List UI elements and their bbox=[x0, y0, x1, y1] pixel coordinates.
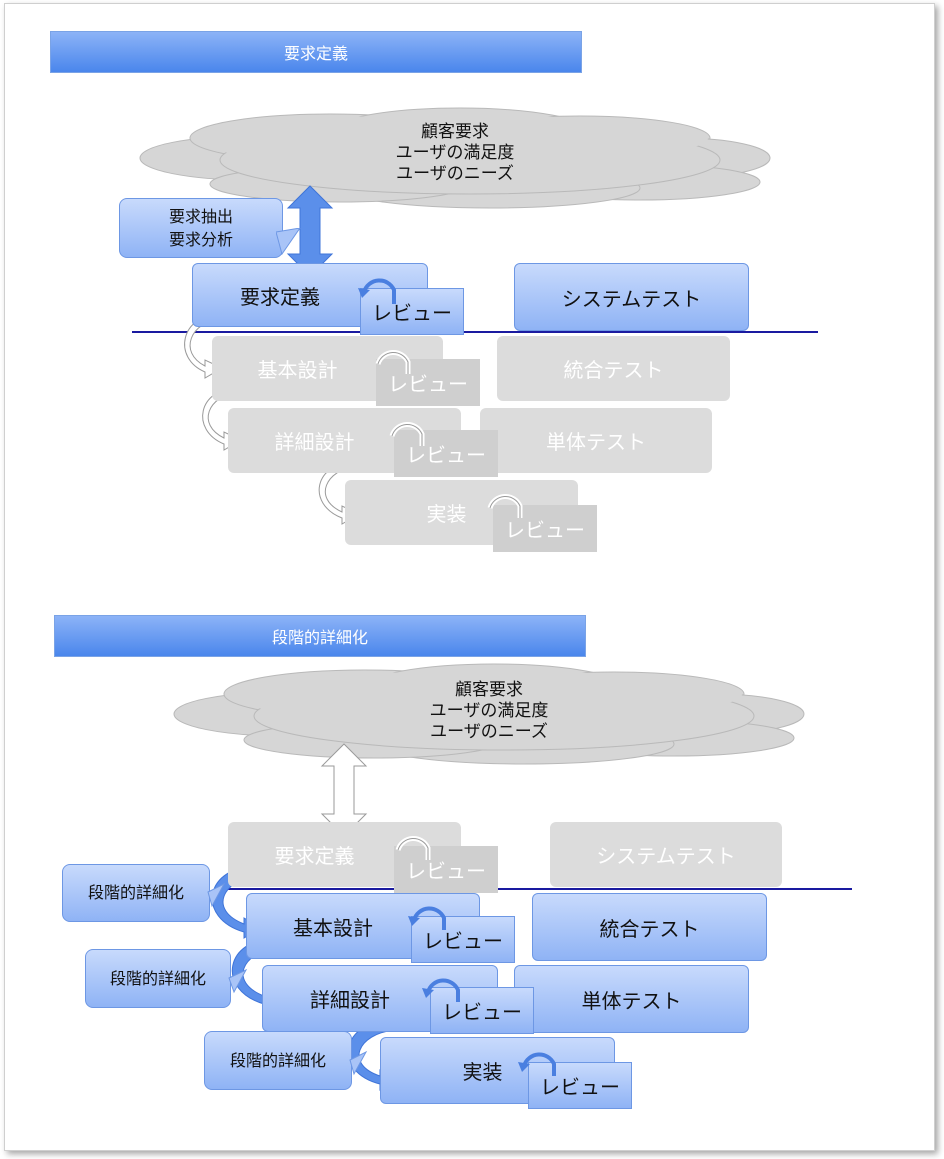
cloud-text-1: 顧客要求 ユーザの満足度 ユーザのニーズ bbox=[340, 122, 570, 185]
box-unit-test: 単体テスト bbox=[514, 965, 749, 1033]
callout-line: 要求抽出 bbox=[168, 206, 233, 226]
review-box: レビュー bbox=[411, 916, 515, 963]
review-box: レビュー bbox=[360, 288, 464, 335]
callout-stepwise-refinement: 段階的詳細化 bbox=[62, 864, 210, 922]
review-box: レビュー bbox=[430, 987, 534, 1034]
section-header-requirements: 要求定義 bbox=[50, 31, 582, 73]
cloud-fill-2 bbox=[226, 666, 752, 749]
review-box: レビュー bbox=[376, 359, 480, 406]
cloud-line: ユーザの満足度 bbox=[429, 701, 549, 721]
callout-stepwise-refinement: 段階的詳細化 bbox=[85, 949, 231, 1008]
cloud-line: ユーザの満足度 bbox=[395, 143, 515, 163]
review-box: レビュー bbox=[394, 430, 498, 477]
cloud-line: ユーザのニーズ bbox=[396, 164, 514, 184]
callout-stepwise-refinement: 段階的詳細化 bbox=[204, 1031, 352, 1090]
review-box: レビュー bbox=[493, 505, 597, 552]
cloud-line: 顧客要求 bbox=[455, 680, 523, 700]
review-box: レビュー bbox=[528, 1062, 632, 1109]
box-system-test: システムテスト bbox=[550, 822, 782, 887]
cloud-line: ユーザのニーズ bbox=[430, 722, 548, 742]
section-header-stepwise-refinement: 段階的詳細化 bbox=[54, 615, 586, 657]
cloud-line: 顧客要求 bbox=[421, 122, 489, 142]
box-unit-test: 単体テスト bbox=[480, 408, 712, 473]
callout-elicitation: 要求抽出 要求分析 bbox=[119, 198, 283, 258]
callout-line: 要求分析 bbox=[168, 230, 233, 249]
box-integration-test: 統合テスト bbox=[497, 336, 730, 401]
box-system-test: システムテスト bbox=[514, 263, 749, 331]
cloud-fill-1 bbox=[192, 110, 718, 193]
box-integration-test: 統合テスト bbox=[532, 893, 767, 961]
cloud-text-2: 顧客要求 ユーザの満足度 ユーザのニーズ bbox=[374, 680, 604, 743]
review-box: レビュー bbox=[394, 846, 498, 893]
callout-pointer-icon bbox=[276, 228, 301, 256]
